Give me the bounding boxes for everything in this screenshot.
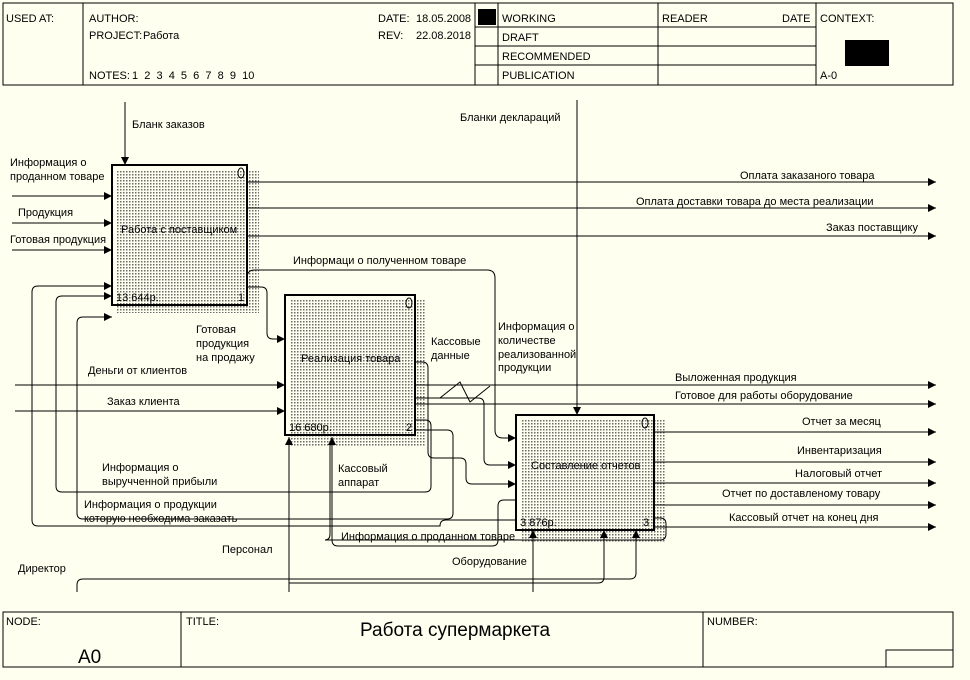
label-cash-report: Кассовый отчет на конец дня: [729, 512, 879, 524]
label-info-sold-1: Информация о: [10, 157, 87, 169]
status-recommended: RECOMMENDED: [502, 51, 591, 63]
context-node: A-0: [820, 70, 837, 82]
arrow-info-profit: [55, 292, 432, 493]
activity-box-3[interactable]: Составление отчетов 3 876р. 3: [515, 414, 665, 542]
label-order-client: Заказ клиента: [107, 396, 181, 408]
status-working: WORKING: [502, 13, 556, 25]
label-ready-for-sale-2: продукция: [196, 338, 249, 350]
footer: NODE: A0 TITLE: Работа супермаркета NUMB…: [2, 611, 954, 668]
label-blank-declarations: Бланки деклараций: [460, 112, 561, 124]
arrows: [12, 100, 936, 592]
arrow-staff-3: [289, 530, 608, 584]
label-staff: Персонал: [222, 544, 273, 556]
arrow-info-to-order: [31, 282, 516, 527]
box-title: Реализация товара: [301, 353, 401, 365]
label-pay-ordered: Оплата заказаного товара: [740, 170, 875, 182]
header: USED AT: AUTHOR: PROJECT: Работа NOTES: …: [2, 2, 954, 86]
author-label: AUTHOR:: [89, 13, 139, 25]
label-money-clients: Деньги от клиентов: [88, 365, 187, 377]
label-info-sold-goods: Информация о проданном товаре: [341, 531, 515, 543]
paperclip-icon: [237, 167, 245, 179]
notes-label: NOTES:: [89, 70, 130, 82]
header-frame: [2, 2, 954, 86]
label-info-to-order-2: которую необходима заказать: [84, 513, 238, 525]
label-tax-report: Налоговый отчет: [795, 468, 882, 480]
label-equipment: Оборудование: [452, 556, 527, 568]
label-ready-products: Готовая продукция: [10, 234, 106, 246]
label-info-received: Информаци о полученном товаре: [293, 255, 466, 267]
label-displayed-products: Выложенная продукция: [675, 372, 797, 384]
arrow-labels: Бланк заказов Бланки деклараций Информац…: [10, 112, 918, 575]
date-label: DATE:: [378, 13, 410, 25]
box-number: 1: [238, 292, 244, 304]
rev-label: REV:: [378, 30, 403, 42]
arrow-director: [76, 530, 640, 592]
node-value: A0: [78, 647, 101, 668]
box-cost: 13 644р.: [116, 292, 159, 304]
label-info-profit-1: Информация о: [102, 462, 179, 474]
label-cash-data-2: данные: [431, 350, 470, 362]
reader-label: READER: [662, 13, 708, 25]
label-order-supplier: Заказ поставщику: [826, 222, 918, 234]
box-cost: 16 680р.: [289, 422, 332, 434]
arrow-info-received: [246, 269, 516, 442]
label-delivered-report: Отчет по доставленому товару: [722, 488, 881, 500]
title-label: TITLE:: [186, 616, 219, 628]
status-draft: DRAFT: [502, 32, 539, 44]
arrow-info-to-order-feedback: [76, 313, 454, 520]
label-cash-data-1: Кассовые: [431, 336, 481, 348]
label-info-sold-2: проданном товаре: [10, 171, 104, 183]
status-publication: PUBLICATION: [502, 70, 575, 82]
activity-box-1[interactable]: Работа с поставщиком 13 644р. 1: [111, 164, 259, 313]
footer-frame: [2, 611, 954, 668]
label-info-qty-4: продукции: [498, 362, 551, 374]
label-info-to-order-1: Информация о продукции: [84, 499, 217, 511]
arrow-info-sold-goods-a: [324, 441, 667, 541]
rev-value: 22.08.2018: [416, 30, 471, 42]
notes-values: 1 2 3 4 5 6 7 8 9 10: [132, 70, 254, 82]
label-blank-orders: Бланк заказов: [132, 119, 205, 131]
arrow-info-qty: [415, 397, 516, 469]
label-info-qty-1: Информация о: [498, 321, 575, 333]
label-director: Директор: [18, 563, 66, 575]
number-label: NUMBER:: [707, 616, 758, 628]
activity-box-2[interactable]: Реализация товара 16 680р. 2: [284, 294, 426, 446]
label-cash-apparatus-2: аппарат: [338, 477, 379, 489]
label-info-qty-2: количестве: [498, 335, 556, 347]
label-ready-for-sale-3: на продажу: [196, 352, 255, 364]
label-info-qty-3: реализованной: [498, 349, 576, 361]
date-value: 18.05.2008: [416, 13, 471, 25]
label-inventory: Инвентаризация: [797, 445, 882, 457]
context-thumbnail: [845, 40, 889, 66]
project-value: Работа: [143, 30, 180, 42]
paperclip-icon: [641, 417, 649, 429]
label-info-profit-2: выручченной прибыли: [102, 476, 217, 488]
diagram-title: Работа супермаркета: [360, 620, 551, 641]
label-pay-delivery: Оплата доставки товара до места реализац…: [636, 196, 874, 208]
paperclip-icon: [405, 297, 413, 309]
arrow-cash-data: [415, 361, 516, 488]
context-label: CONTEXT:: [820, 13, 874, 25]
box-cost: 3 876р.: [520, 517, 557, 529]
node-label: NODE:: [6, 616, 41, 628]
used-at-label: USED AT:: [6, 13, 54, 25]
label-cash-apparatus-1: Кассовый: [338, 463, 388, 475]
box-title: Составление отчетов: [531, 460, 641, 472]
box-number: 3: [643, 517, 649, 529]
label-month-report: Отчет за месяц: [802, 416, 882, 428]
label-products: Продукция: [18, 207, 73, 219]
box-number: 2: [406, 422, 412, 434]
project-label: PROJECT:: [89, 30, 142, 42]
working-marker: [478, 9, 496, 25]
label-ready-equipment: Готовое для работы оборудование: [675, 390, 853, 402]
box-title: Работа с поставщиком: [121, 224, 237, 236]
arrow-ready-for-sale: [247, 286, 285, 343]
reader-date-label: DATE: [782, 13, 811, 25]
arrow-cash-apparatus: [328, 437, 516, 547]
label-ready-for-sale-1: Готовая: [196, 324, 236, 336]
